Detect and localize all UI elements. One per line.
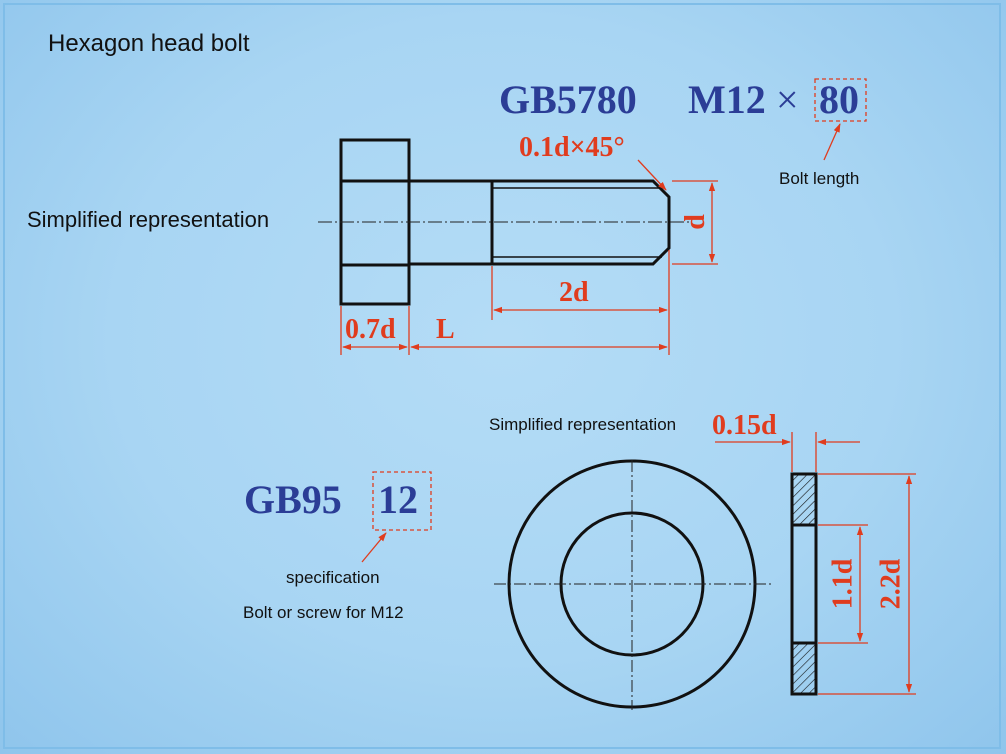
washer-spec-value: 12: [378, 477, 418, 522]
chamfer-label: 0.1d×45°: [519, 132, 625, 163]
washer-dimensions: [361, 432, 916, 695]
bolt-length-note: Bolt length: [779, 169, 860, 188]
chamfer-leader: [637, 159, 667, 191]
washer-usage-note: Bolt or screw for M12: [243, 603, 404, 622]
washer-front-view: [494, 459, 772, 710]
washer-spec-note: specification: [286, 568, 380, 587]
spec-leader: [361, 532, 387, 563]
washer-side-view: [790, 472, 818, 696]
bolt-spec-prefix: M12: [688, 77, 766, 122]
washer-standard-code: GB95: [244, 477, 342, 522]
bolt-standard-code: GB5780: [499, 77, 637, 122]
bolt-length-value: 80: [819, 77, 859, 122]
dim-015d-label: 0.15d: [712, 410, 777, 441]
dim-07d-label: 0.7d: [345, 314, 396, 345]
bolt-drawing: [318, 138, 690, 306]
diagram-title: Hexagon head bolt: [48, 30, 250, 57]
washer-simplified-label: Simplified representation: [489, 415, 677, 434]
washer-side-hatch-bottom: [792, 643, 816, 694]
times-symbol: ×: [776, 77, 799, 122]
spec-highlight-box: [372, 471, 432, 531]
dim-d-label: d: [679, 214, 711, 230]
bolt-length-leader: [823, 123, 841, 161]
bolt-simplified-label: Simplified representation: [27, 207, 270, 232]
length-highlight-box: [814, 78, 867, 122]
washer-side-outline: [790, 472, 818, 696]
washer-side-hatch-top: [792, 474, 816, 525]
bolt-shank: [409, 179, 671, 266]
dim-2d-label: 2d: [559, 277, 589, 308]
dim-22d-label: 2.2d: [875, 558, 907, 610]
bolt-dimensions: [340, 78, 867, 355]
dim-L-label: L: [436, 314, 455, 345]
dim-11d-label: 1.1d: [827, 558, 859, 610]
